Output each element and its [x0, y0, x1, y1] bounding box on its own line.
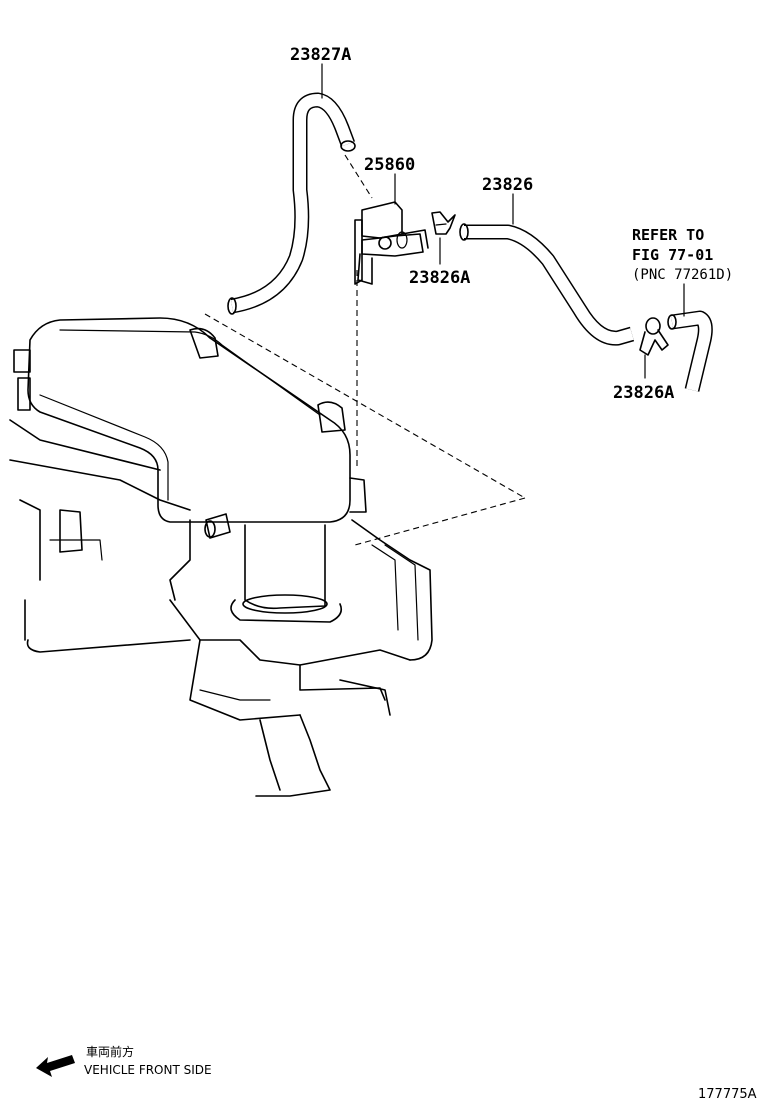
label-23826: 23826: [482, 175, 533, 195]
arrow-left-icon: [36, 1055, 75, 1077]
refer-note-line2: FIG 77-01: [632, 246, 713, 264]
label-23827A: 23827A: [290, 45, 351, 65]
clip-23826A-bottom: [639, 317, 669, 356]
hose-23826: [459, 223, 635, 346]
engine-assembly: [9, 317, 433, 797]
hose-ref-77261D: [667, 310, 713, 392]
refer-note-line3: (PNC 77261D): [632, 267, 733, 283]
vehicle-front-jp: 車両前方: [86, 1044, 134, 1059]
label-25860: 25860: [364, 155, 415, 175]
label-leaders: [321, 63, 685, 379]
vehicle-front-indicator: [36, 1055, 75, 1077]
clip-23826A-top: [431, 211, 456, 235]
label-23826A-top: 23826A: [409, 268, 470, 288]
figure-id: 177775A: [698, 1087, 757, 1102]
leader-dashes: [204, 154, 526, 546]
vehicle-front-en: VEHICLE FRONT SIDE: [84, 1063, 212, 1077]
label-23826A-bottom: 23826A: [613, 383, 674, 403]
hose-23827A: [227, 92, 356, 315]
refer-note-line1: REFER TO: [632, 226, 704, 244]
